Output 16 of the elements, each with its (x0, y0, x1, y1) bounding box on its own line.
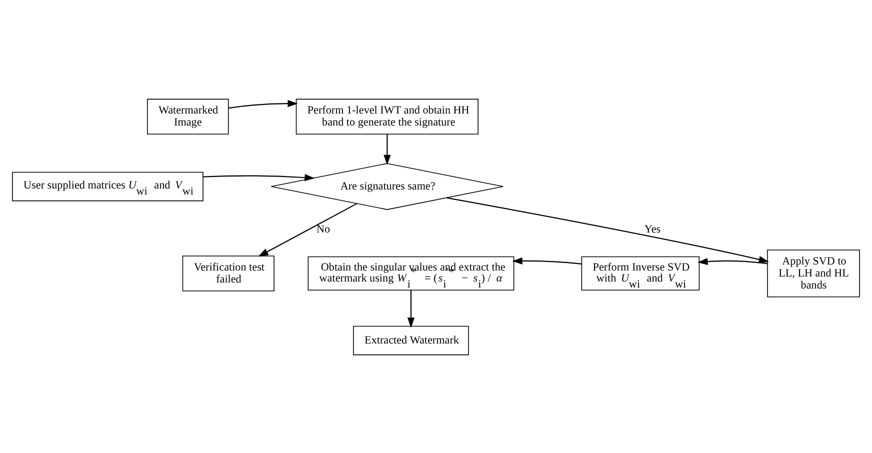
node-box: Watermarked Image (147, 98, 229, 134)
node-diamond: Are signatures same? (270, 162, 504, 210)
node-box: Extracted Watermark (353, 325, 469, 355)
arrow (203, 174, 315, 181)
arrow (698, 258, 768, 265)
arrow (512, 256, 582, 264)
arrow (407, 290, 415, 328)
node-box: Perform 1-level IWT and obtain HH band to generate the signature (296, 98, 478, 134)
edge-label: No (316, 223, 330, 236)
node-box: Apply SVD to LL, LH and HL bands (767, 249, 860, 297)
arrow (258, 202, 358, 256)
edge-label: Yes (644, 223, 661, 236)
arrow (384, 134, 391, 165)
node-box: Verification test failed (182, 255, 274, 291)
arrow (446, 196, 769, 262)
arrow (228, 99, 298, 108)
